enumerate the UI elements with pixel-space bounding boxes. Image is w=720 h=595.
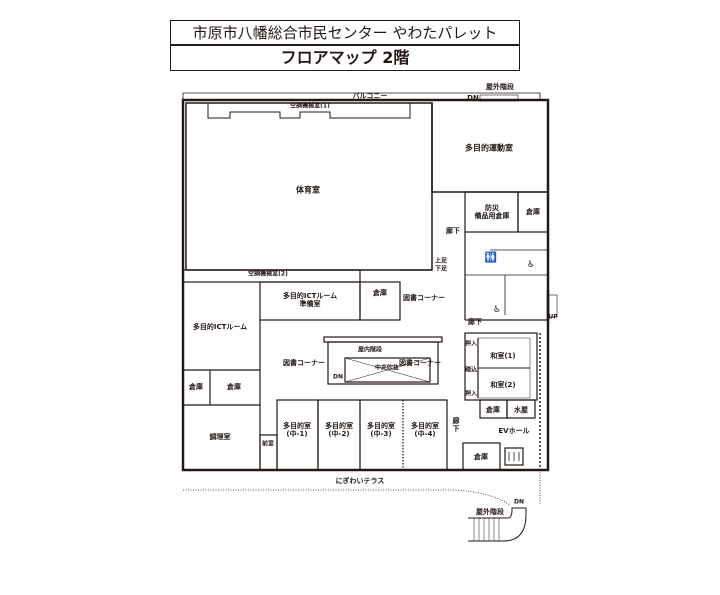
library-e-label: 図書コーナー <box>399 358 441 367</box>
anteroom-label: 前室 <box>261 440 275 448</box>
storage-ne-wall <box>517 191 549 233</box>
corridor-s-label: 廊 下 <box>452 416 460 433</box>
library-n-label: 図書コーナー <box>403 293 445 302</box>
outdoor-stairs-bottom <box>468 507 527 542</box>
storage-w3-label: 倉庫 <box>486 405 500 414</box>
up-stairs <box>548 294 558 318</box>
naka-2-wall <box>317 399 361 471</box>
oshiire-2-label: 押入 <box>464 390 478 398</box>
naka-3-label: 多目的室 (中-3) <box>367 421 395 438</box>
dn-top-label: DN <box>467 93 479 102</box>
storage-se-label: 倉庫 <box>474 452 488 461</box>
up-shoes-label: 上足 <box>434 257 448 265</box>
ac-room-2-label: 空調機械室(2) <box>248 270 288 278</box>
storage-prep-wall <box>359 281 401 321</box>
dn-bottom-label: DN <box>513 498 525 506</box>
ict-room-label: 多目的ICTルーム <box>192 322 248 331</box>
terrace-edge <box>183 489 511 506</box>
ac-room-1 <box>207 103 411 119</box>
cooking-room-label: 調理室 <box>209 432 231 441</box>
outer-wall <box>181 98 550 472</box>
storage-se-wall <box>462 442 501 471</box>
atrium-label: 中央吹抜 <box>374 364 400 372</box>
restroom-icon: 🚻 <box>484 252 498 264</box>
disaster-storage-label: 防災 備品用倉庫 <box>474 203 510 220</box>
multi-sports-label: 多目的運動室 <box>465 143 513 153</box>
ict-prep-label: 多目的ICTルーム 準備室 <box>282 291 338 308</box>
facility-title: 市原市八幡総合市民センター やわたパレット <box>170 20 520 46</box>
fumikomi-label: 踏込 <box>464 366 478 374</box>
dn-stairs-label: DN <box>332 373 344 381</box>
outdoor-stairs-top <box>479 94 519 102</box>
oshiire-1-label: 押入 <box>464 340 478 348</box>
storage-ne-label: 倉庫 <box>526 207 540 216</box>
naka-2-label: 多目的室 (中-2) <box>325 421 353 438</box>
corridor-e-label: 廊下 <box>446 226 460 235</box>
indoor-stairs-label: 屋内階段 <box>357 346 383 354</box>
accessible-toilet-icon: ♿ <box>492 304 502 315</box>
mizuya-wall <box>506 399 536 419</box>
outdoor-stairs-top-label: 屋外階段 <box>486 82 514 91</box>
up-label: UP <box>548 313 558 321</box>
outdoor-stairs-bottom-label: 屋外階段 <box>476 507 504 516</box>
ev-hall-label: EVホール <box>498 426 530 435</box>
storage-w2-label: 倉庫 <box>227 382 241 391</box>
page-title: フロアマップ 2階 <box>170 44 520 71</box>
washitsu-2-label: 和室(2) <box>490 380 516 389</box>
gym-label: 体育室 <box>296 185 320 195</box>
terrace-label: にぎわいテラス <box>335 476 385 485</box>
wheelchair-icon: ♿ <box>526 259 536 270</box>
atrium <box>344 357 431 383</box>
storage-w1-label: 倉庫 <box>189 382 203 391</box>
indoor-stairs-outline <box>327 341 439 385</box>
down-shoes-label: 下足 <box>434 265 448 273</box>
library-w-label: 図書コーナー <box>283 358 325 367</box>
stair-header <box>323 336 443 343</box>
corridor-mid-label: 廊下 <box>468 317 482 326</box>
balcony-label: バルコニー <box>352 91 388 100</box>
storage-prep-label: 倉庫 <box>373 288 387 297</box>
washitsu-1-label: 和室(1) <box>490 351 516 360</box>
elevator <box>504 447 524 466</box>
ac-room-1-label: 空調機械室(1) <box>290 102 330 110</box>
naka-1-label: 多目的室 (中-1) <box>283 421 311 438</box>
naka-4-label: 多目的室 (中-4) <box>411 421 439 438</box>
mizuya-label: 水屋 <box>514 405 528 414</box>
balcony-outline <box>182 92 541 100</box>
